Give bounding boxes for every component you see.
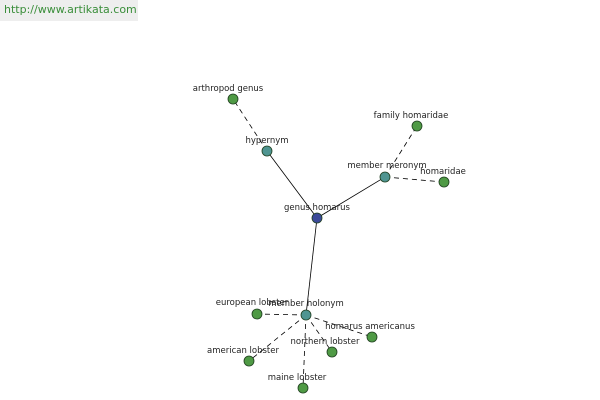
node-homarus-americanus[interactable] — [366, 331, 378, 343]
node-label-genus-homarus: genus homarus — [284, 203, 350, 213]
edge-member-holonym-to-homarus-americanus — [305, 314, 373, 338]
nodes-layer — [227, 93, 450, 394]
node-label-member-meronym: member meronym — [347, 161, 426, 171]
edges-layer — [232, 98, 445, 389]
edge-member-meronym-to-family-homaridae — [384, 125, 418, 178]
node-genus-homarus[interactable] — [311, 212, 323, 224]
node-northern-lobster[interactable] — [326, 346, 338, 358]
node-member-holonym[interactable] — [300, 309, 312, 321]
edge-member-holonym-to-american-lobster — [248, 314, 307, 362]
node-maine-lobster[interactable] — [297, 382, 309, 394]
node-label-hypernym: hypernym — [245, 136, 288, 146]
edge-genus-homarus-to-hypernym — [266, 150, 318, 219]
edge-member-holonym-to-northern-lobster — [305, 314, 333, 353]
edge-member-holonym-to-maine-lobster — [302, 314, 307, 389]
node-label-homaridae: homaridae — [420, 167, 466, 177]
node-family-homaridae[interactable] — [411, 120, 423, 132]
node-label-homarus-americanus: homarus americanus — [325, 322, 415, 332]
node-label-european-lobster: european lobster — [216, 298, 289, 308]
node-label-northern-lobster: northern lobster — [291, 337, 360, 347]
source-url-link[interactable]: http://www.artikata.com — [0, 0, 138, 21]
node-member-meronym[interactable] — [379, 171, 391, 183]
edge-member-holonym-to-european-lobster — [256, 313, 307, 316]
node-homaridae[interactable] — [438, 176, 450, 188]
node-label-american-lobster: american lobster — [207, 346, 279, 356]
node-european-lobster[interactable] — [251, 308, 263, 320]
edge-genus-homarus-to-member-meronym — [316, 176, 386, 219]
labels-layer: genus homarus hypernym member meronym membe… — [193, 84, 466, 383]
node-label-arthropod-genus: arthropod genus — [193, 84, 264, 94]
node-arthropod-genus[interactable] — [227, 93, 239, 105]
node-american-lobster[interactable] — [243, 355, 255, 367]
edge-genus-homarus-to-member-holonym — [305, 217, 318, 316]
node-hypernym[interactable] — [261, 145, 273, 157]
node-label-member-holonym: member holonym — [268, 299, 343, 309]
edge-hypernym-to-arthropod-genus — [232, 98, 268, 152]
edge-member-meronym-to-homaridae — [384, 176, 445, 183]
node-label-maine-lobster: maine lobster — [268, 373, 327, 383]
node-label-family-homaridae: family homaridae — [374, 111, 449, 121]
